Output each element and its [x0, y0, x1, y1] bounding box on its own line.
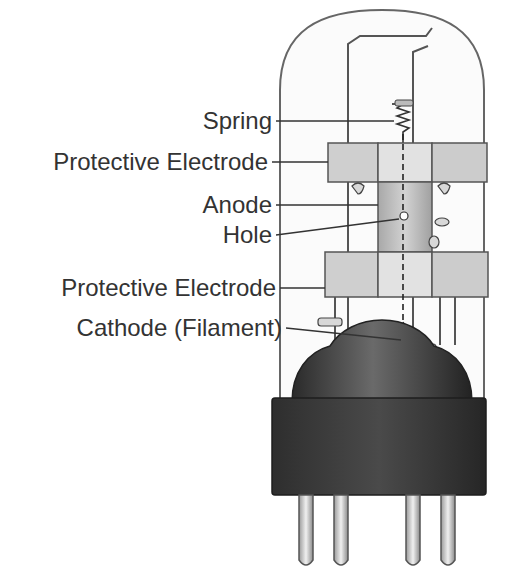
part-label: Hole — [223, 222, 272, 248]
protective-electrode-upper — [328, 143, 487, 182]
anode-cylinder — [378, 182, 432, 252]
protective-electrode-lower — [325, 252, 488, 297]
tube-press — [292, 320, 472, 402]
leader-lines — [272, 121, 401, 340]
anode-tabs — [352, 183, 450, 248]
part-label: Protective Electrode — [61, 275, 276, 301]
part-label: Spring — [203, 108, 272, 134]
tube-base — [272, 398, 486, 495]
part-label: Anode — [203, 192, 272, 218]
spring-cap — [395, 100, 413, 106]
base-pins — [299, 495, 455, 565]
filament-line — [402, 134, 404, 322]
anode-hole — [400, 212, 408, 220]
glass-envelope — [280, 10, 484, 405]
part-label: Cathode (Filament) — [77, 315, 282, 341]
part-label: Protective Electrode — [53, 149, 268, 175]
